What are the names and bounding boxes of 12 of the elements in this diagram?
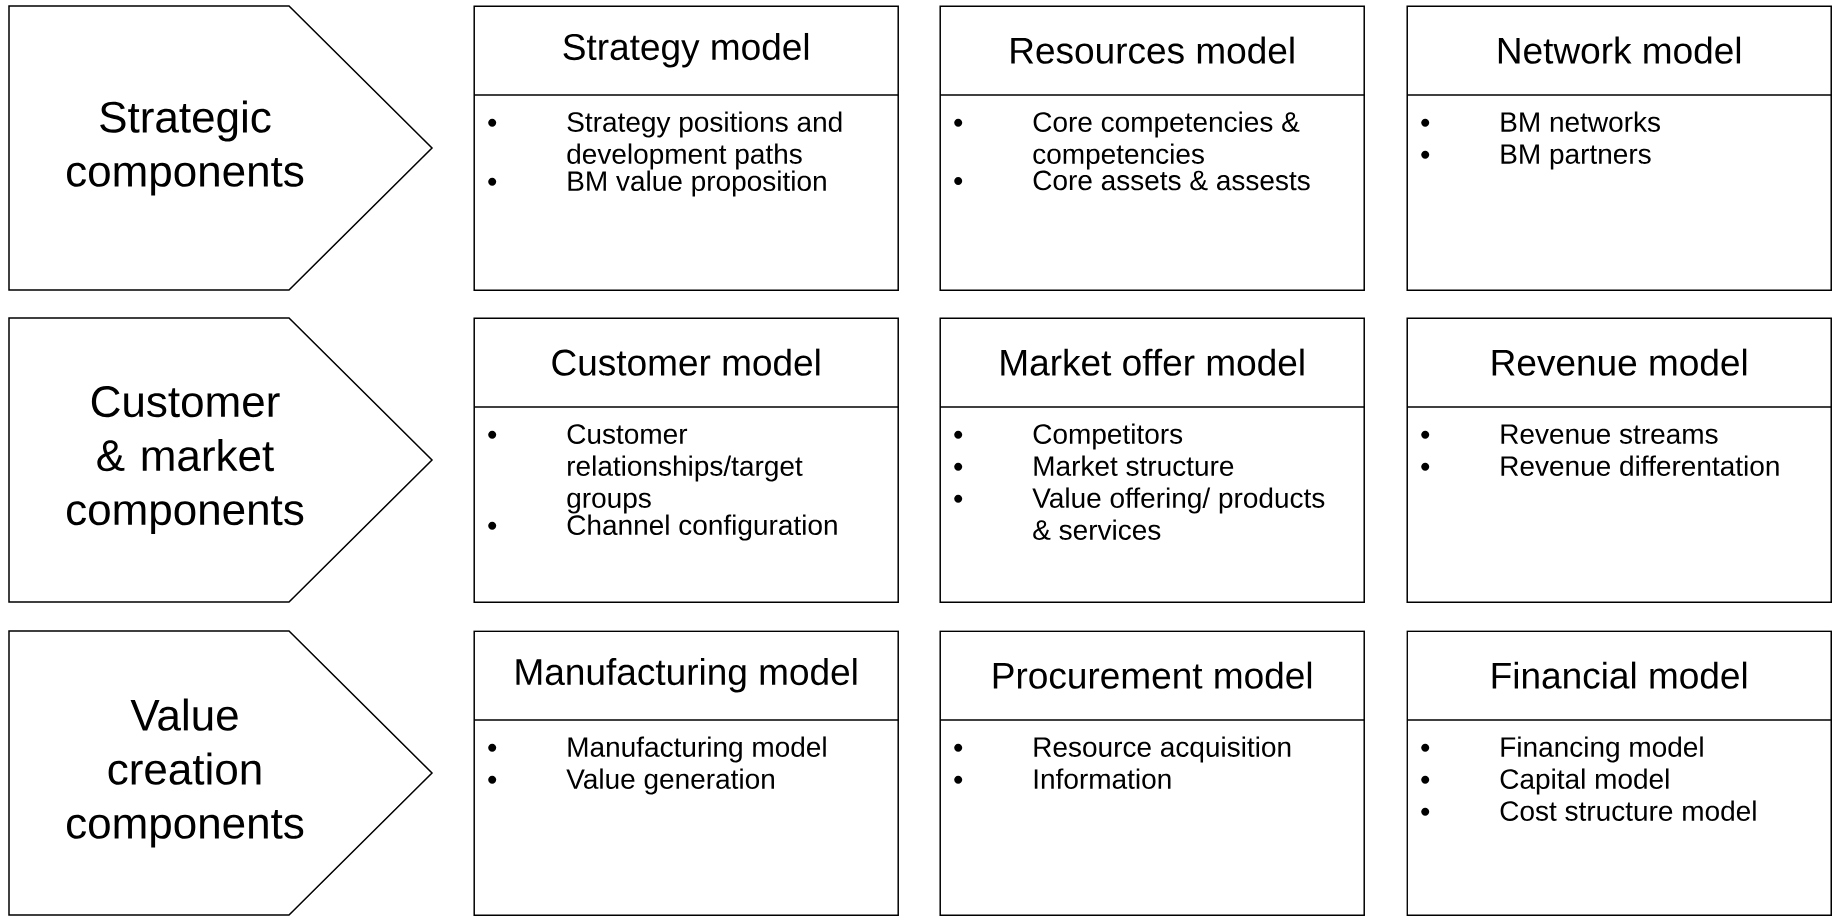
model-box: Resources model Core competencies & competencies Core assets & assests <box>939 5 1365 291</box>
model-box: Strategy model Strategy positions and development paths BM value proposition <box>473 5 899 291</box>
model-box: Financial model Financing model Capital model Cost structure model <box>1406 630 1832 916</box>
chevron-box: Strategic components <box>8 5 434 291</box>
model-box: Network model BM networks BM partners <box>1406 5 1832 291</box>
model-box: Manufacturing model Manufacturing model Value generation <box>473 630 899 916</box>
model-box: Customer model Customer relationships/target groups Channel configuration <box>473 317 899 603</box>
model-box: Market offer model Competitors Market structure Value offering/ products & services <box>939 317 1365 603</box>
chevron-box: Customer & market components <box>8 317 434 603</box>
chevron-box: Value creation components <box>8 630 434 916</box>
model-box: Procurement model Resource acquisition Information <box>939 630 1365 916</box>
model-box: Revenue model Revenue streams Revenue differentation <box>1406 317 1832 603</box>
